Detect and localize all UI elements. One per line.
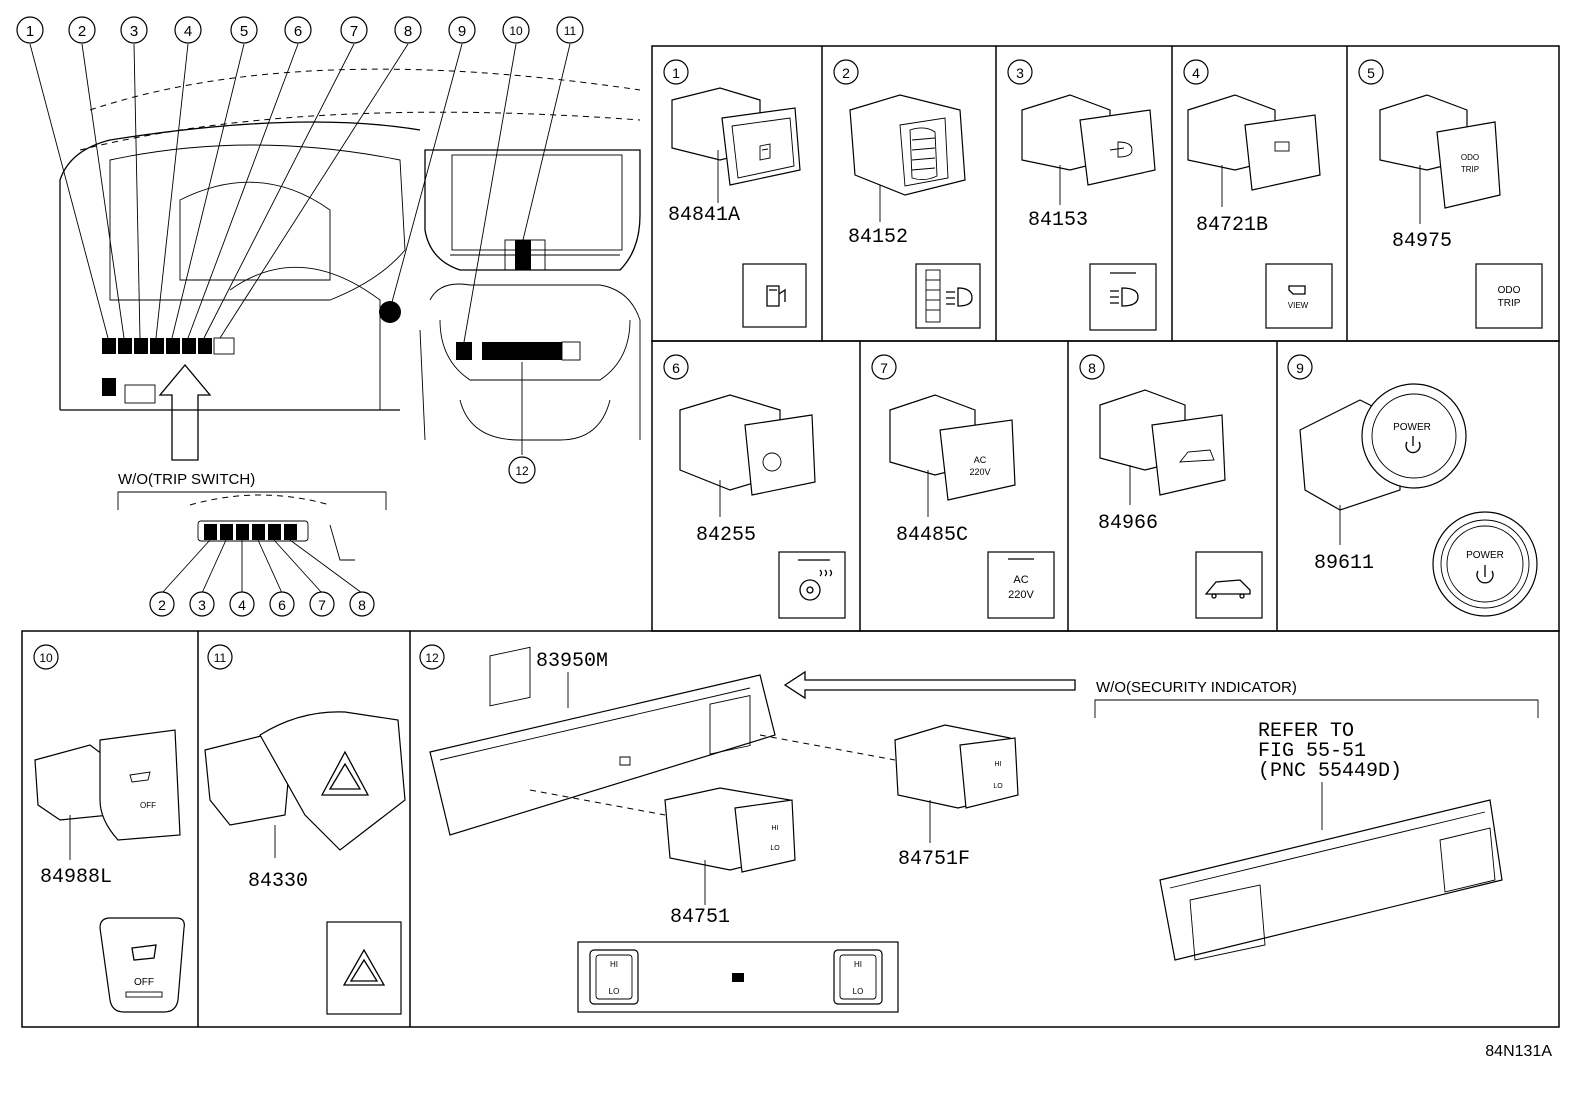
svg-text:4: 4	[1192, 65, 1200, 81]
svg-text:9: 9	[1296, 360, 1304, 376]
panel-10-vsc-off-switch: 10 OFF 84988L OFF	[33, 644, 185, 1013]
panel-3-auto-high-beam-switch: 3 84153	[1007, 59, 1157, 331]
part-number-84330: 84330	[248, 870, 308, 893]
part-number-84721B: 84721B	[1196, 214, 1268, 237]
refer-to-line1: REFER TO	[1258, 720, 1354, 743]
callout-2: 2	[78, 23, 86, 40]
part-number-89611: 89611	[1314, 552, 1374, 575]
dashboard-overview	[29, 43, 641, 461]
svg-text:6: 6	[278, 597, 286, 613]
view-icon-text: VIEW	[1288, 301, 1309, 310]
svg-text:OFF: OFF	[140, 801, 156, 810]
svg-text:11: 11	[214, 651, 227, 665]
svg-text:HI: HI	[995, 761, 1002, 768]
svg-text:8: 8	[1088, 360, 1096, 376]
callout-7: 7	[350, 23, 358, 40]
svg-text:10: 10	[39, 651, 53, 665]
callout-5: 5	[240, 23, 248, 40]
svg-text:2: 2	[842, 65, 850, 81]
refer-to-line2: FIG 55-51	[1258, 740, 1366, 763]
off-icon-text: OFF	[134, 977, 154, 988]
panel-2-headlight-level-switch: 2 84152	[833, 59, 981, 329]
svg-text:220V: 220V	[969, 467, 990, 477]
svg-text:3: 3	[198, 597, 206, 613]
svg-text:3: 3	[1016, 65, 1024, 81]
svg-text:12: 12	[425, 651, 439, 665]
panel-9-power-switch: 9 POWER 89611 POWER	[1287, 354, 1538, 617]
part-number-84485C: 84485C	[896, 524, 968, 547]
svg-text:6: 6	[672, 360, 680, 376]
svg-text:5: 5	[1367, 65, 1375, 81]
ac-icon-text: AC	[1013, 574, 1028, 586]
callout-1: 1	[26, 23, 34, 40]
part-number-84751: 84751	[670, 906, 730, 929]
callout-3: 3	[130, 23, 138, 40]
panel-11-hazard-switch: 11 84330	[204, 644, 406, 1015]
wo-trip-switch-label: W/O(TRIP SWITCH)	[118, 471, 255, 488]
part-number-84153: 84153	[1028, 209, 1088, 232]
part-number-84975: 84975	[1392, 230, 1452, 253]
svg-text:HI: HI	[772, 825, 779, 832]
callout-11: 11	[564, 24, 577, 38]
svg-text:LO: LO	[853, 987, 864, 996]
svg-text:HI: HI	[610, 960, 618, 969]
part-number-84841A: 84841A	[668, 204, 740, 227]
svg-text:LO: LO	[609, 987, 620, 996]
svg-text:ODO: ODO	[1461, 153, 1479, 162]
220v-icon-text: 220V	[1008, 589, 1034, 601]
panel-1-fuel-door-switch: 1 84841A	[663, 59, 807, 328]
svg-text:LO: LO	[993, 783, 1003, 790]
svg-text:POWER: POWER	[1393, 422, 1431, 433]
part-number-84255: 84255	[696, 524, 756, 547]
svg-text:7: 7	[880, 360, 888, 376]
panel-12-switch-base-assy: 12 83950M W/O(SECURITY INDICATOR) HI LO …	[419, 644, 1539, 1013]
svg-text:4: 4	[238, 597, 246, 613]
svg-text:1: 1	[672, 65, 680, 81]
part-number-84988L: 84988L	[40, 866, 112, 889]
panel-6-steering-heater-switch: 6 84255	[663, 354, 846, 619]
callout-6: 6	[294, 23, 302, 40]
trip-icon-text: TRIP	[1498, 298, 1521, 309]
svg-text:7: 7	[318, 597, 326, 613]
wo-security-indicator-label: W/O(SECURITY INDICATOR)	[1096, 679, 1297, 696]
part-number-83950M: 83950M	[536, 650, 608, 673]
callout-9: 9	[458, 23, 466, 40]
callout-10: 10	[509, 24, 523, 38]
overview-callouts: 1 2 3 4 5 6 7 8 9 10 11 12	[16, 16, 584, 484]
part-number-84966: 84966	[1098, 512, 1158, 535]
svg-text:HI: HI	[854, 960, 862, 969]
svg-text:TRIP: TRIP	[1461, 165, 1479, 174]
panel-8-back-door-switch: 8 84966	[1079, 354, 1263, 619]
wo-trip-switch-inset: W/O(TRIP SWITCH) 2 3 4 6 7 8	[117, 471, 387, 617]
callout-12: 12	[515, 464, 529, 478]
part-number-84152: 84152	[848, 226, 908, 249]
grid-frames	[21, 45, 1560, 1028]
svg-text:8: 8	[358, 597, 366, 613]
svg-text:AC: AC	[974, 455, 987, 465]
callout-8: 8	[404, 23, 412, 40]
svg-text:LO: LO	[770, 845, 780, 852]
callout-4: 4	[184, 23, 192, 40]
odo-icon-text: ODO	[1498, 285, 1521, 296]
panel-4-camera-view-switch: 4 84721B VIEW	[1183, 59, 1333, 329]
panel-5-odo-trip-switch: 5 ODO TRIP 84975 ODO TRIP	[1358, 59, 1543, 329]
refer-to-line3: (PNC 55449D)	[1258, 760, 1402, 783]
power-icon-text: POWER	[1466, 550, 1504, 561]
svg-text:2: 2	[158, 597, 166, 613]
panel-7-ac-220v-switch: 7 AC 220V 84485C AC 220V	[871, 354, 1055, 619]
diagram-code: 84N131A	[1485, 1043, 1552, 1060]
switch-row-markers	[102, 337, 235, 355]
part-number-84751F: 84751F	[898, 848, 970, 871]
